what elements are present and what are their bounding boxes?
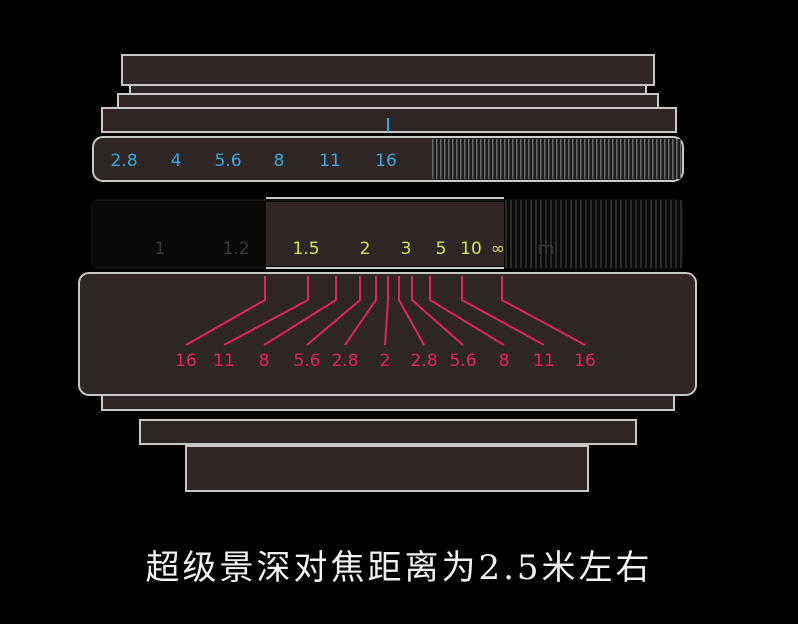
dof-value: 2.8 bbox=[410, 351, 437, 371]
focus-distance-dim: 1.2 bbox=[222, 239, 249, 259]
focus-ring-knurl bbox=[505, 200, 682, 268]
dof-line bbox=[501, 276, 586, 346]
focus-distance-dim: 1 bbox=[155, 239, 166, 259]
aperture-value: 5.6 bbox=[214, 151, 241, 171]
dof-value: 16 bbox=[175, 351, 197, 371]
dof-line bbox=[384, 276, 389, 346]
focus-window bbox=[266, 202, 504, 266]
dof-line bbox=[461, 276, 545, 346]
aperture-value: 16 bbox=[375, 151, 397, 171]
rear-mount bbox=[185, 445, 589, 492]
dof-line bbox=[306, 276, 361, 346]
dof-value: 2.8 bbox=[331, 351, 358, 371]
dof-line bbox=[429, 276, 505, 346]
dof-value: 11 bbox=[213, 351, 235, 371]
dof-line bbox=[344, 276, 377, 346]
focus-distance-value: 2 bbox=[360, 239, 371, 259]
dof-value: 8 bbox=[259, 351, 270, 371]
dof-value: 5.6 bbox=[293, 351, 320, 371]
front-ring bbox=[121, 54, 655, 86]
focus-distance-value: 1.5 bbox=[292, 239, 319, 259]
caption: 超级景深对焦距离为2.5米左右 bbox=[145, 548, 653, 588]
dof-line bbox=[223, 276, 309, 346]
rear-ring-1 bbox=[101, 394, 675, 411]
dof-value: 16 bbox=[574, 351, 596, 371]
aperture-value: 11 bbox=[319, 151, 341, 171]
focus-distance-value: 5 bbox=[436, 239, 447, 259]
dof-line bbox=[411, 276, 464, 346]
front-ring-step-2 bbox=[117, 93, 659, 109]
dof-value: 5.6 bbox=[449, 351, 476, 371]
dof-value: 2 bbox=[380, 351, 391, 371]
dof-value: 8 bbox=[499, 351, 510, 371]
dof-line bbox=[185, 276, 266, 346]
dof-line bbox=[398, 276, 425, 346]
focus-unit-label: m bbox=[538, 239, 555, 259]
aperture-value: 8 bbox=[274, 151, 285, 171]
focus-distance-value: ∞ bbox=[491, 239, 505, 259]
dof-value: 11 bbox=[533, 351, 555, 371]
focus-distance-value: 3 bbox=[401, 239, 412, 259]
front-ring-step-1 bbox=[129, 84, 647, 95]
aperture-ring-knurl bbox=[432, 139, 681, 179]
rear-ring-2 bbox=[139, 419, 637, 445]
aperture-value: 2.8 bbox=[110, 151, 137, 171]
focus-distance-value: 10 bbox=[460, 239, 482, 259]
dof-line bbox=[263, 276, 337, 346]
aperture-value: 4 bbox=[171, 151, 182, 171]
